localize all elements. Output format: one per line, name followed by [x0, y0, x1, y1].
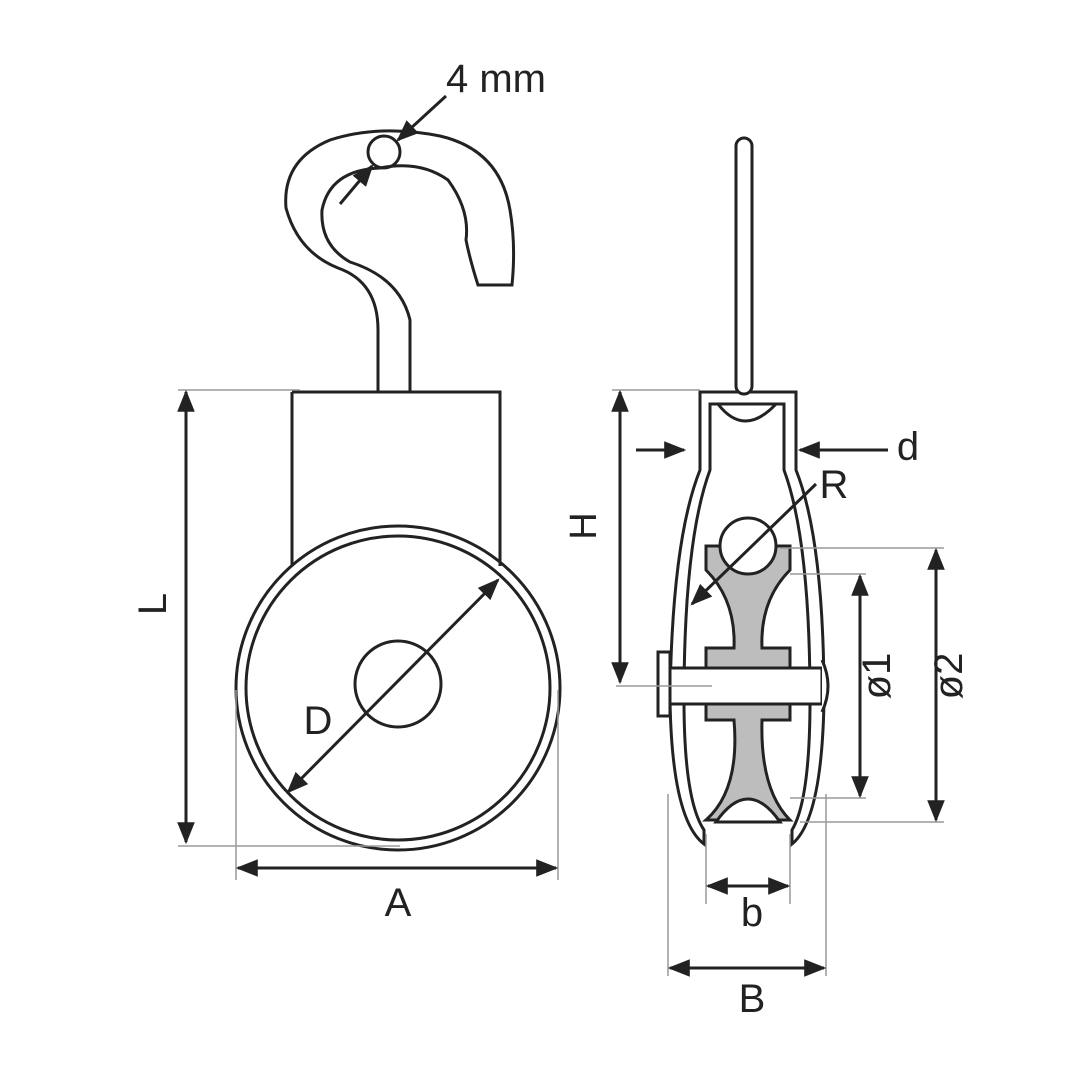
- hook: [284, 129, 516, 392]
- front-dimensions: [177, 94, 559, 877]
- saddle: [716, 402, 778, 423]
- front-extension-lines: [178, 389, 559, 880]
- label-A: A: [385, 881, 412, 925]
- label-H: H: [563, 512, 605, 539]
- housing-body: [290, 390, 502, 566]
- label-d: d: [897, 425, 919, 469]
- axle-hole: [353, 639, 443, 729]
- axle-nut: [820, 659, 830, 713]
- sheave-outer-circle: [234, 524, 562, 852]
- front-view: [234, 129, 562, 852]
- dim-4mm-leader-lower: [338, 164, 374, 205]
- hook-shank: [734, 136, 754, 396]
- wire-section-circle: [366, 134, 402, 170]
- label-b: b: [741, 891, 763, 935]
- rope-section-circle: [718, 516, 778, 576]
- dim-D-line: [286, 578, 500, 794]
- side-dimensions: [611, 389, 945, 977]
- dim-R-leader: [690, 482, 818, 606]
- label-D: D: [304, 699, 333, 743]
- label-L: L: [131, 593, 175, 615]
- label-4mm: 4 mm: [446, 57, 546, 101]
- label-o1: ø1: [855, 653, 899, 700]
- side-view: [616, 136, 830, 848]
- sheave-lower-groove: [713, 797, 783, 824]
- label-R: R: [820, 463, 849, 507]
- label-B: B: [739, 977, 766, 1021]
- sheave-inner-circle: [244, 534, 552, 842]
- dim-4mm-leader: [396, 94, 448, 142]
- label-o2: ø2: [927, 653, 971, 700]
- side-frame: [668, 390, 826, 848]
- axle-head: [656, 650, 672, 718]
